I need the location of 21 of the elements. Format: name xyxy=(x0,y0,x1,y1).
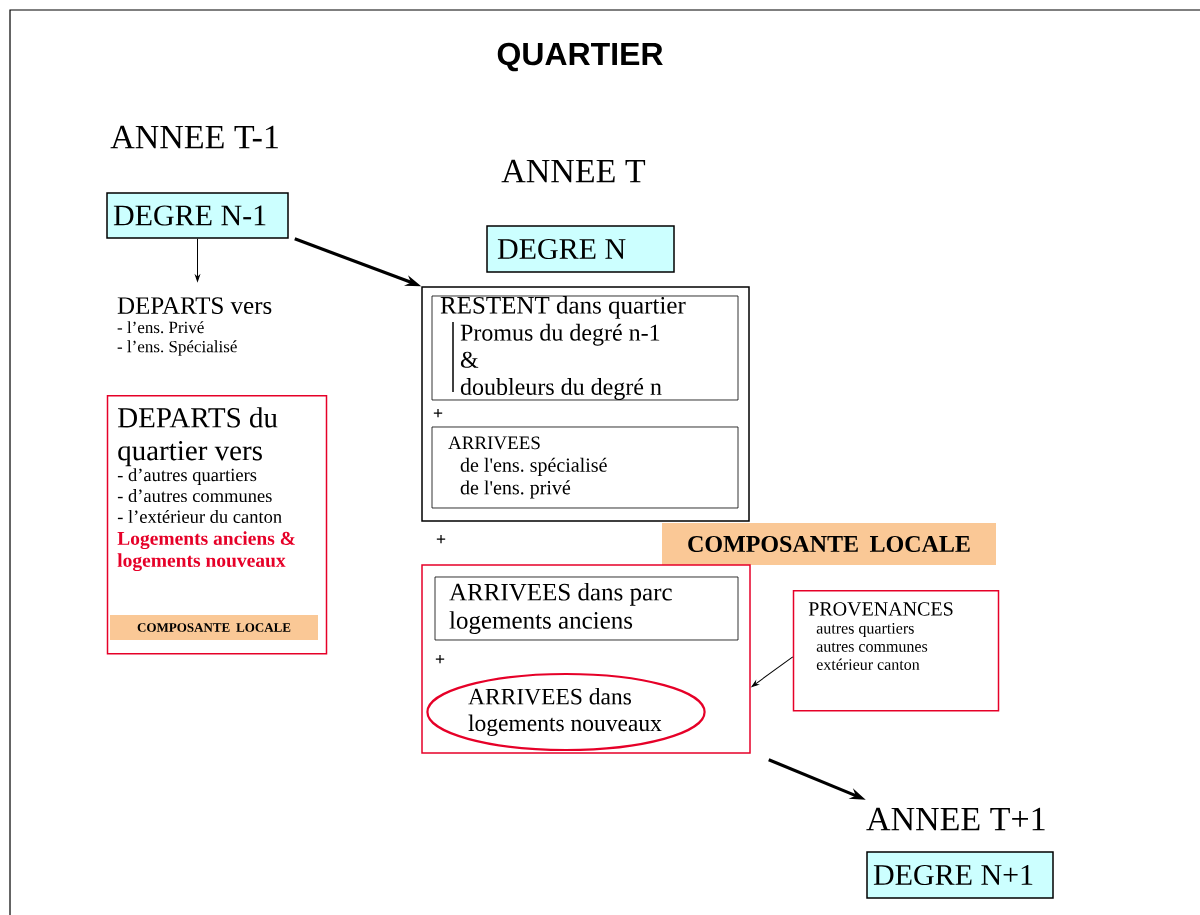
year-text: ANNEE T-1 xyxy=(110,125,278,149)
group-box xyxy=(421,286,750,522)
group-box xyxy=(421,564,751,754)
departure-list: DEPARTS vers - l’ens. Privé - l’ens. Spécialisé xyxy=(117,297,272,356)
level-box: DEGRE N+1 xyxy=(866,851,1054,899)
plus-sign: + xyxy=(433,408,443,418)
tag-box: COMPOSANTE LOCALE xyxy=(662,523,996,565)
arrow xyxy=(751,656,794,687)
title: QUARTIER xyxy=(497,42,663,72)
category-box: ARRIVEES de l'ens. spécialisé de l'ens. privé xyxy=(431,426,739,509)
level-box: DEGRE N-1 xyxy=(106,192,289,239)
year-text: ANNEE T xyxy=(501,159,646,183)
plus-sign: + xyxy=(435,654,445,664)
arrow xyxy=(195,238,200,282)
origin-box: PROVENANCES autres quartiers autres communes extérieur canton xyxy=(792,590,1000,712)
plus-sign: + xyxy=(436,534,446,544)
year-text: ANNEE T+1 xyxy=(866,807,1045,831)
tag-box: COMPOSANTE LOCALE xyxy=(110,615,318,640)
level-box: DEGRE N xyxy=(486,225,675,273)
category-box: RESTENT dans quartier Promus du degré n-1 & doubleurs du degré n xyxy=(431,295,739,401)
category-box: ARRIVEES dans parc logements anciens xyxy=(434,576,739,641)
